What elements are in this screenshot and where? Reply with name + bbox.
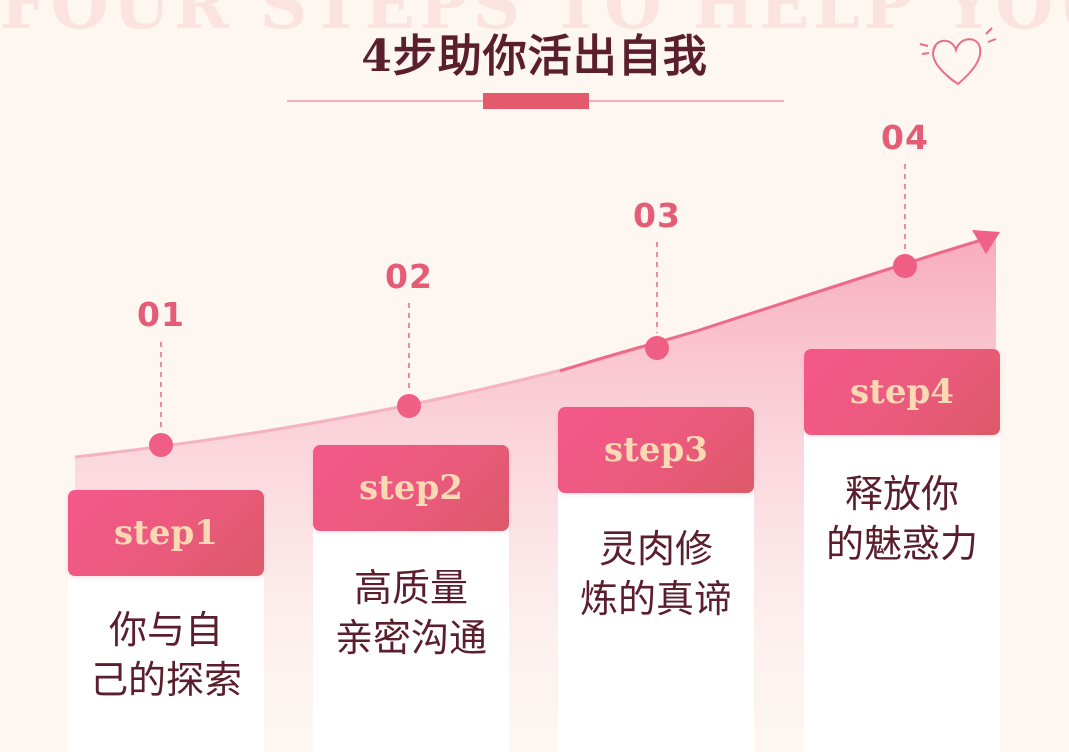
step-description-4: 释放你 的魅惑力	[804, 469, 1000, 569]
growth-area	[75, 236, 996, 752]
step-number-2: 02	[385, 257, 433, 296]
step-badge-3: step3	[558, 407, 754, 493]
step-number-4: 04	[881, 118, 929, 157]
background-watermark-text: FOUR STEPS TO HELP YOU	[0, 0, 1069, 44]
page-title: 4步助你活出自我	[361, 31, 708, 82]
step-description-line: 己的探索	[89, 658, 242, 702]
step-description-1: 你与自 己的探索	[68, 605, 264, 705]
step-badge-1: step1	[68, 490, 264, 576]
step-description-line: 炼的真谛	[579, 577, 732, 621]
step-card-3: step3 灵肉修 炼的真谛	[558, 407, 754, 752]
step-description-line: 高质量	[353, 566, 468, 610]
step-badge-2: step2	[313, 445, 509, 531]
step-badge-4: step4	[804, 349, 1000, 435]
arrow-head-icon	[972, 230, 1000, 254]
milestone-dot-4	[893, 254, 917, 278]
step-number-3: 03	[633, 196, 681, 235]
step-card-1: step1 你与自 己的探索	[68, 490, 264, 752]
growth-line-strong	[559, 238, 983, 373]
step-description-3: 灵肉修 炼的真谛	[558, 524, 754, 624]
step-card-4: step4 释放你 的魅惑力	[804, 349, 1000, 752]
step-description-line: 的魅惑力	[825, 522, 978, 566]
step-description-line: 亲密沟通	[334, 616, 487, 660]
heart-icon	[919, 27, 997, 86]
step-card-2: step2 高质量 亲密沟通	[313, 445, 509, 752]
step-description-2: 高质量 亲密沟通	[313, 563, 509, 663]
step-description-line: 释放你	[844, 472, 959, 516]
milestone-dot-3	[645, 336, 669, 360]
title-accent-bar	[483, 93, 589, 109]
step-description-line: 你与自	[108, 608, 223, 652]
milestone-dot-2	[397, 394, 421, 418]
step-description-line: 灵肉修	[598, 527, 713, 571]
step-number-1: 01	[137, 295, 185, 334]
milestone-dot-1	[149, 433, 173, 457]
